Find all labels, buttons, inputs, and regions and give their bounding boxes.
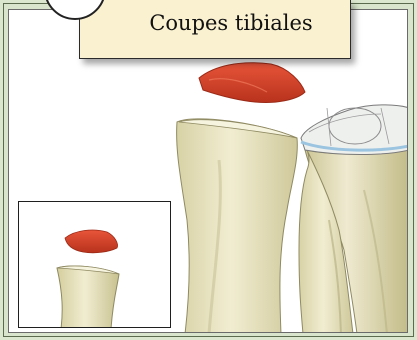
inset-fibula-bone [57, 266, 119, 328]
fibula-bone [177, 119, 298, 333]
inset-detail-view [18, 201, 171, 328]
inset-illustration [19, 202, 171, 328]
tibia-bone [299, 138, 408, 333]
resected-tibial-fragment [199, 63, 305, 103]
title-card: Coupes tibiales [79, 0, 351, 59]
inset-resected-fragment [65, 230, 118, 253]
page-title: Coupes tibiales [149, 11, 312, 35]
tibial-implant [301, 105, 408, 155]
